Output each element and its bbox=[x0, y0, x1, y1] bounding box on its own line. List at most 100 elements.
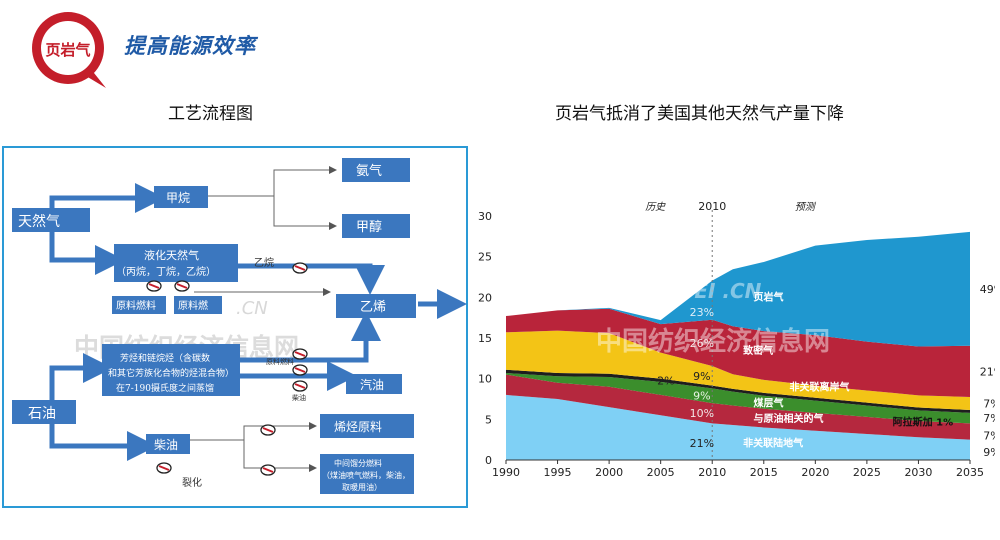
label-ethane: 乙烷 bbox=[254, 256, 274, 269]
x-tick-label: 1995 bbox=[544, 466, 572, 479]
chart-watermark-cn: 中国纺织经济信息网 bbox=[596, 326, 830, 357]
x-tick-label: 2005 bbox=[647, 466, 675, 479]
process-icon bbox=[156, 462, 172, 474]
percent-label: 7% bbox=[983, 412, 995, 425]
svg-text:柴油: 柴油 bbox=[154, 438, 178, 452]
area-4 bbox=[506, 330, 970, 410]
flow-diagram-frame: 中国纺织经济信息网 .CN 天然气 甲烷 bbox=[2, 146, 468, 508]
x-tick-label: 2015 bbox=[750, 466, 778, 479]
node-methane: 甲烷 bbox=[154, 186, 208, 208]
percent-label: 7% bbox=[983, 430, 995, 443]
node-gasoline: 汽油 bbox=[346, 374, 402, 394]
chart-watermark-en: CTEI .CN bbox=[666, 279, 762, 303]
x-tick-label: 2020 bbox=[801, 466, 829, 479]
y-tick-label: 10 bbox=[478, 373, 492, 386]
series-name-label: 煤层气 bbox=[753, 396, 783, 409]
area-1 bbox=[506, 374, 970, 440]
percent-label: 9% bbox=[983, 446, 995, 459]
node-natural-gas: 天然气 bbox=[12, 208, 90, 232]
svg-text:原料燃: 原料燃 bbox=[178, 299, 208, 312]
percent-label: 2% bbox=[657, 375, 674, 388]
svg-text:氨气: 氨气 bbox=[356, 163, 382, 179]
y-tick-label: 0 bbox=[485, 454, 492, 467]
flow-diagram: 中国纺织经济信息网 .CN 天然气 甲烷 bbox=[12, 158, 467, 494]
flow-section-title: 工艺流程图 bbox=[168, 104, 253, 124]
label-cracking: 裂化 bbox=[182, 476, 202, 489]
area-0 bbox=[506, 394, 970, 460]
logo-pin-tip bbox=[86, 68, 106, 88]
y-tick-label: 15 bbox=[478, 332, 492, 345]
node-feed-fuel-2: 原料燃 bbox=[174, 296, 222, 314]
logo-center bbox=[41, 21, 95, 75]
chart-section-title: 页岩气抵消了美国其他天然气产量下降 bbox=[555, 104, 844, 124]
x-tick-label: 2000 bbox=[595, 466, 623, 479]
percent-labels: 23%26%9%2%9%10%21%49%21%7%7%7%9% bbox=[657, 283, 995, 459]
svg-text:原料燃料: 原料燃料 bbox=[116, 299, 156, 312]
node-diesel: 柴油 bbox=[146, 434, 190, 454]
page-title: 提高能源效率 bbox=[124, 34, 256, 58]
area-2 bbox=[506, 372, 970, 424]
node-olefin-feed: 烯烃原料 bbox=[320, 414, 414, 438]
node-middle-distillate: 中间馏分燃料 （煤油喷气燃料，柴油， 取暖用油） bbox=[320, 454, 414, 494]
x-tick-label: 2030 bbox=[904, 466, 932, 479]
flow-watermark-en: .CN bbox=[236, 298, 268, 319]
process-icon bbox=[260, 464, 276, 476]
percent-label: 10% bbox=[690, 407, 714, 420]
y-tick-label: 5 bbox=[485, 413, 492, 426]
process-icon bbox=[292, 364, 308, 376]
svg-text:石油: 石油 bbox=[28, 406, 56, 422]
node-ammonia: 氨气 bbox=[342, 158, 410, 182]
svg-text:乙烯: 乙烯 bbox=[360, 300, 386, 315]
series-name-label: 致密气 bbox=[743, 344, 773, 357]
percent-label: 21% bbox=[980, 365, 995, 378]
svg-text:芳烃和链烷烃（含碳数: 芳烃和链烷烃（含碳数 bbox=[120, 352, 210, 364]
svg-text:液化天然气: 液化天然气 bbox=[144, 248, 199, 262]
svg-text:汽油: 汽油 bbox=[360, 377, 384, 392]
svg-text:取暖用油）: 取暖用油） bbox=[342, 482, 382, 492]
svg-text:烯烃原料: 烯烃原料 bbox=[334, 420, 382, 434]
process-icon bbox=[292, 262, 308, 274]
x-tick-label: 2035 bbox=[956, 466, 984, 479]
percent-label: 7% bbox=[983, 397, 995, 410]
forecast-label: 预测 bbox=[795, 201, 817, 213]
svg-text:在7-190摄氏度之间蒸馏: 在7-190摄氏度之间蒸馏 bbox=[116, 382, 214, 394]
process-symbols bbox=[146, 262, 308, 476]
node-aromatics: 芳烃和链烷烃（含碳数 和其它芳族化合物的烃混合物） 在7-190摄氏度之间蒸馏 bbox=[102, 344, 240, 396]
node-ethylene: 乙烯 bbox=[336, 294, 416, 318]
flow-connectors bbox=[49, 183, 467, 461]
svg-text:（煤油喷气燃料，柴油，: （煤油喷气燃料，柴油， bbox=[322, 470, 410, 480]
label-small-naphtha: 柴油 bbox=[292, 393, 306, 402]
percent-label: 9% bbox=[693, 390, 710, 403]
process-icon bbox=[174, 280, 190, 292]
label-small-feed: 原料燃料 bbox=[266, 357, 294, 366]
y-tick-label: 30 bbox=[478, 210, 492, 223]
svg-text:甲醇: 甲醇 bbox=[356, 219, 382, 235]
percent-label: 9% bbox=[693, 370, 710, 383]
process-icon bbox=[292, 380, 308, 392]
series-name-label: 阿拉斯加 1% bbox=[893, 416, 953, 429]
y-tick-label: 25 bbox=[478, 251, 492, 264]
svg-text:天然气: 天然气 bbox=[18, 213, 60, 230]
logo-text: 页岩气 bbox=[45, 41, 90, 59]
y-tick-label: 20 bbox=[478, 291, 492, 304]
x-tick-label: 2010 bbox=[698, 466, 726, 479]
flow-thin-connectors bbox=[190, 166, 337, 472]
node-lng: 液化天然气 （丙烷，丁烷，乙烷） bbox=[114, 244, 238, 282]
series-name-label: 非关联陆地气 bbox=[743, 437, 803, 450]
percent-label: 49% bbox=[980, 283, 995, 296]
process-icon bbox=[260, 424, 276, 436]
svg-text:（丙烷，丁烷，乙烷）: （丙烷，丁烷，乙烷） bbox=[116, 265, 216, 278]
history-label: 历史 bbox=[645, 201, 666, 213]
x-tick-label: 2025 bbox=[853, 466, 881, 479]
percent-label: 21% bbox=[690, 437, 714, 450]
svg-text:甲烷: 甲烷 bbox=[166, 191, 190, 205]
series-name-label: 页岩气 bbox=[753, 291, 783, 304]
svg-text:中间馏分燃料: 中间馏分燃料 bbox=[334, 458, 382, 468]
node-oil: 石油 bbox=[12, 400, 76, 424]
series-name-label: 与原油相关的气 bbox=[753, 412, 823, 425]
process-icon bbox=[146, 280, 162, 292]
percent-label: 26% bbox=[690, 337, 714, 350]
